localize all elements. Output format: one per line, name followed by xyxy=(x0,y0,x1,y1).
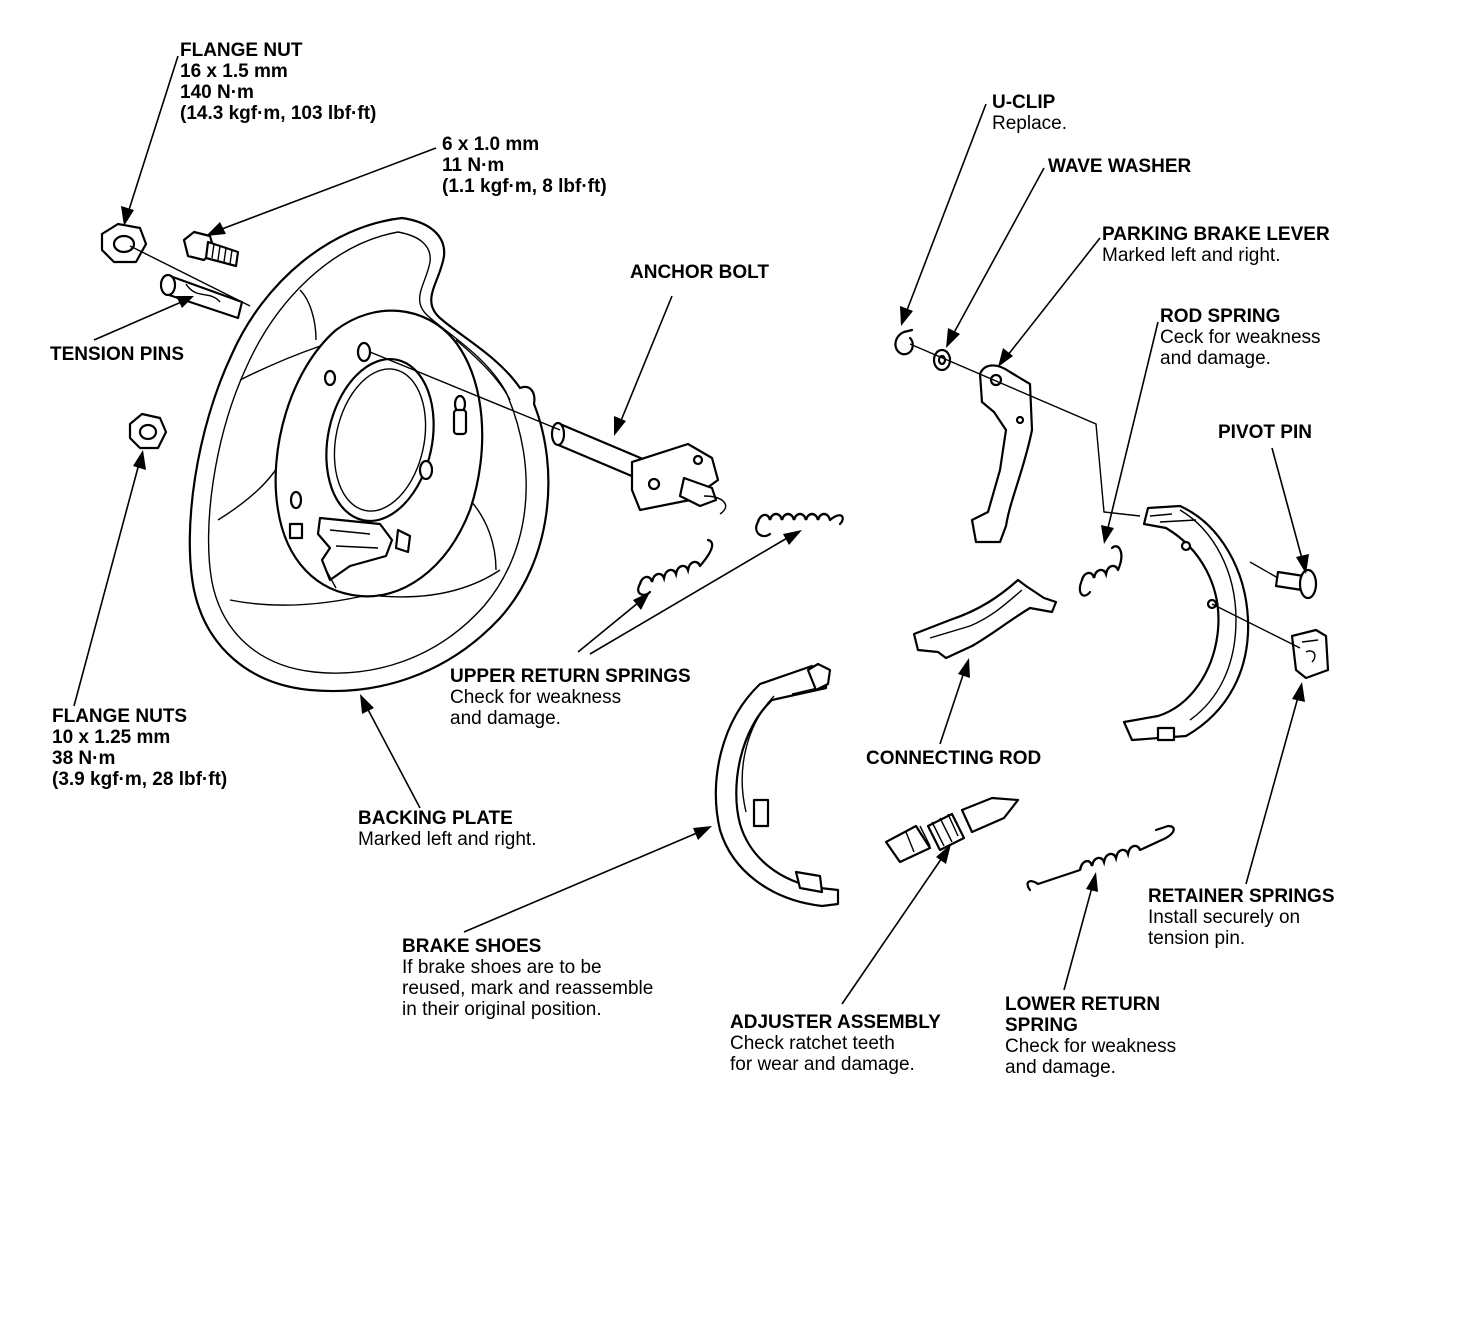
label-rod-spring-title: ROD SPRING xyxy=(1160,306,1281,327)
label-lower-return-spring-line-1: Check for weakness xyxy=(1005,1036,1177,1057)
label-flange-nut-line-2: 140 N·m xyxy=(180,82,254,103)
tension-pins-part xyxy=(159,273,244,320)
label-flange-nut-line-3: (14.3 kgf·m, 103 lbf·ft) xyxy=(180,103,377,124)
label-brake-shoes-line-1: If brake shoes are to be xyxy=(402,957,602,978)
upper-return-springs-part xyxy=(637,512,844,596)
label-rod-spring-line-1: Ceck for weakness xyxy=(1160,327,1321,348)
label-parking-brake-lever: PARKING BRAKE LEVER Marked left and righ… xyxy=(1102,224,1330,266)
backing-plate xyxy=(188,216,550,693)
label-lower-return-spring-title-2: SPRING xyxy=(1005,1015,1078,1036)
label-brake-shoes-line-2: reused, mark and reassemble xyxy=(402,978,654,999)
label-brake-shoes-title: BRAKE SHOES xyxy=(402,936,542,957)
label-bolt-6mm-line-1: 6 x 1.0 mm xyxy=(442,134,540,155)
label-bolt-6mm-line-3: (1.1 kgf·m, 8 lbf·ft) xyxy=(442,176,607,197)
label-retainer-springs-line-1: Install securely on xyxy=(1148,907,1301,928)
label-flange-nuts-line-3: (3.9 kgf·m, 28 lbf·ft) xyxy=(52,769,228,790)
label-parking-brake-lever-title: PARKING BRAKE LEVER xyxy=(1102,224,1330,245)
label-tension-pins: TENSION PINS xyxy=(50,344,184,365)
adjuster-assembly-part xyxy=(884,796,1020,864)
label-retainer-springs: RETAINER SPRINGS Install securely on ten… xyxy=(1148,886,1335,949)
label-tension-pins-title: TENSION PINS xyxy=(50,344,185,365)
label-flange-nut-line-1: 16 x 1.5 mm xyxy=(180,61,288,82)
label-retainer-springs-line-2: tension pin. xyxy=(1148,928,1246,949)
label-connecting-rod-title: CONNECTING ROD xyxy=(866,748,1042,769)
anchor-bolt-part xyxy=(550,421,727,515)
brake-shoe-left-part xyxy=(714,662,840,908)
retainer-spring-part xyxy=(1290,628,1330,680)
label-backing-plate: BACKING PLATE Marked left and right. xyxy=(358,808,536,850)
pivot-pin-part xyxy=(1274,568,1318,600)
label-u-clip-title: U-CLIP xyxy=(992,92,1056,113)
flange-nut-lower-part xyxy=(128,412,168,450)
label-flange-nuts-line-2: 38 N·m xyxy=(52,748,116,769)
bolt-6mm-part xyxy=(182,230,240,268)
label-backing-plate-title: BACKING PLATE xyxy=(358,808,513,829)
parking-brake-lever-part xyxy=(970,364,1034,544)
label-wave-washer-title: WAVE WASHER xyxy=(1048,156,1192,177)
label-brake-shoes-line-3: in their original position. xyxy=(402,999,602,1020)
label-flange-nut-title: FLANGE NUT xyxy=(180,40,303,61)
label-flange-nut: FLANGE NUT 16 x 1.5 mm 140 N·m (14.3 kgf… xyxy=(180,40,376,124)
label-adjuster-assembly-line-2: for wear and damage. xyxy=(730,1054,915,1075)
label-wave-washer: WAVE WASHER xyxy=(1048,156,1191,177)
label-lower-return-spring: LOWER RETURN SPRING Check for weakness a… xyxy=(1005,994,1176,1078)
label-bolt-6mm: 6 x 1.0 mm 11 N·m (1.1 kgf·m, 8 lbf·ft) xyxy=(442,134,607,197)
u-clip-part xyxy=(894,328,914,356)
label-rod-spring-line-2: and damage. xyxy=(1160,348,1271,369)
label-pivot-pin-title: PIVOT PIN xyxy=(1218,422,1312,443)
lower-return-spring-part xyxy=(1026,824,1175,892)
label-upper-return-springs-title: UPPER RETURN SPRINGS xyxy=(450,666,691,687)
alignment-lines xyxy=(129,245,1301,649)
label-flange-nuts: FLANGE NUTS 10 x 1.25 mm 38 N·m (3.9 kgf… xyxy=(52,706,227,790)
label-rod-spring: ROD SPRING Ceck for weakness and damage. xyxy=(1160,306,1321,369)
label-lower-return-spring-line-2: and damage. xyxy=(1005,1057,1116,1078)
rod-spring-part xyxy=(1078,545,1123,597)
connecting-rod-part xyxy=(912,578,1058,660)
label-lower-return-spring-title: LOWER RETURN xyxy=(1005,994,1161,1015)
label-pivot-pin: PIVOT PIN xyxy=(1218,422,1312,443)
label-upper-return-springs-line-2: and damage. xyxy=(450,708,561,729)
label-adjuster-assembly: ADJUSTER ASSEMBLY Check ratchet teeth fo… xyxy=(730,1012,941,1075)
label-u-clip: U-CLIP Replace. xyxy=(992,92,1067,134)
label-retainer-springs-title: RETAINER SPRINGS xyxy=(1148,886,1335,907)
label-adjuster-assembly-line-1: Check ratchet teeth xyxy=(730,1033,895,1054)
label-adjuster-assembly-title: ADJUSTER ASSEMBLY xyxy=(730,1012,941,1033)
label-parking-brake-lever-line-1: Marked left and right. xyxy=(1102,245,1281,266)
label-upper-return-springs: UPPER RETURN SPRINGS Check for weakness … xyxy=(450,666,691,729)
label-brake-shoes: BRAKE SHOES If brake shoes are to be reu… xyxy=(402,936,653,1020)
label-connecting-rod: CONNECTING ROD xyxy=(866,748,1041,769)
label-bolt-6mm-line-2: 11 N·m xyxy=(442,155,505,176)
label-flange-nuts-title: FLANGE NUTS xyxy=(52,706,188,727)
label-anchor-bolt: ANCHOR BOLT xyxy=(630,262,769,283)
label-anchor-bolt-title: ANCHOR BOLT xyxy=(630,262,769,283)
brake-shoe-right-part xyxy=(1122,504,1250,742)
label-backing-plate-line-1: Marked left and right. xyxy=(358,829,537,850)
flange-nut-part xyxy=(100,222,148,264)
leader-lines xyxy=(73,55,1309,1005)
label-upper-return-springs-line-1: Check for weakness xyxy=(450,687,622,708)
label-flange-nuts-line-1: 10 x 1.25 mm xyxy=(52,727,171,748)
label-u-clip-line-1: Replace. xyxy=(992,113,1067,134)
